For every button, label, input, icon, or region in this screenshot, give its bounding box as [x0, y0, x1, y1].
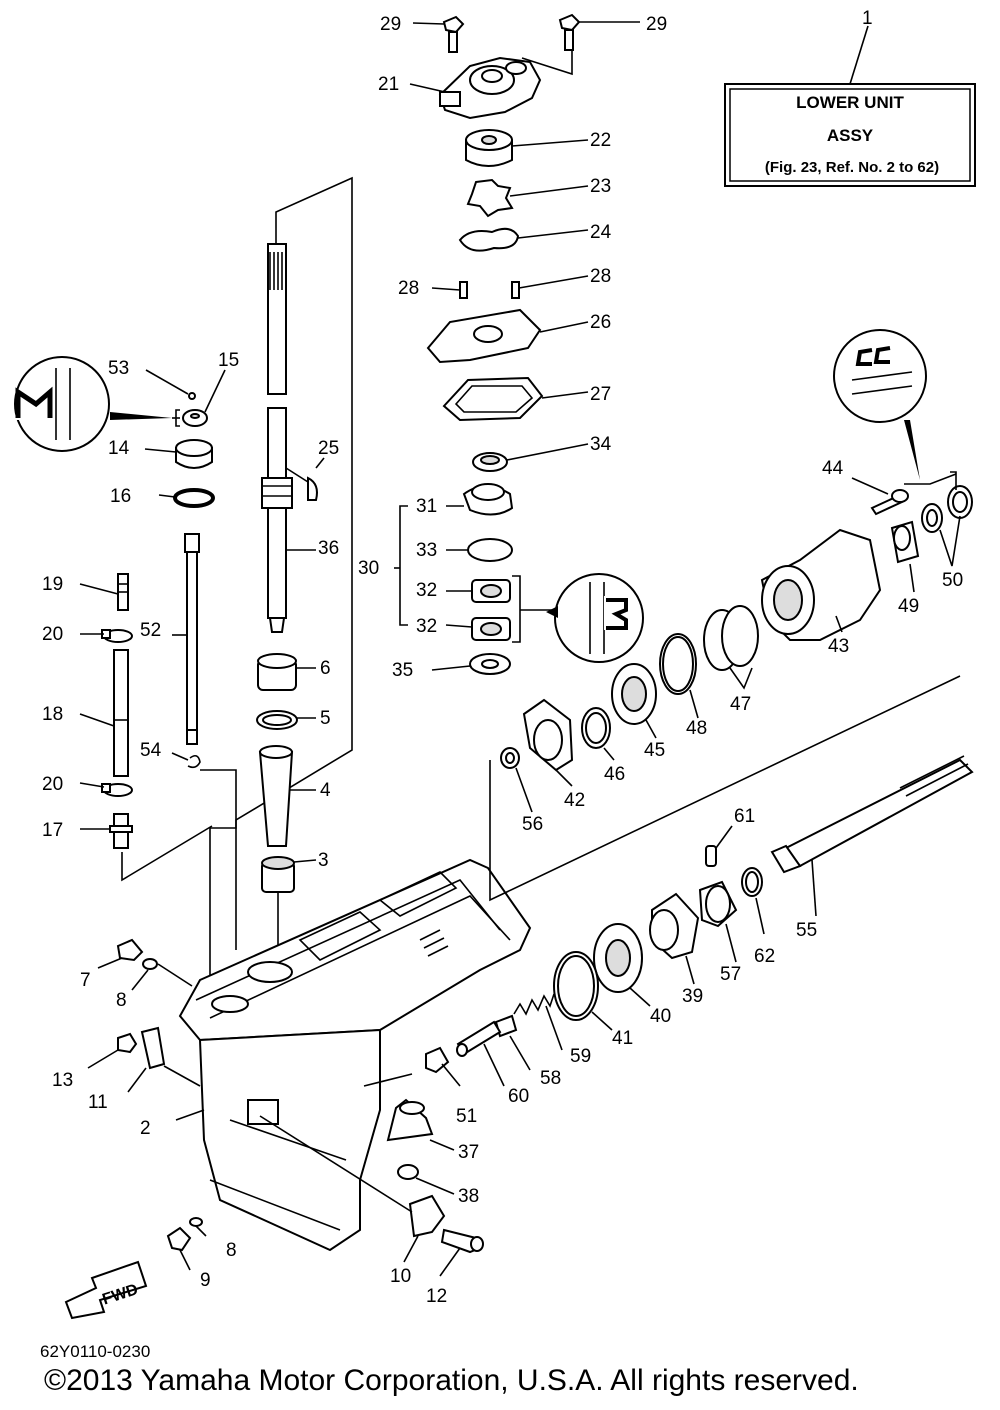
part-label-29a: 29 — [380, 14, 401, 35]
part-label-12: 12 — [426, 1286, 447, 1307]
part-label-24: 24 — [590, 222, 612, 243]
part-label-47: 47 — [730, 694, 751, 715]
part-label-17: 17 — [42, 820, 63, 841]
part-label-39: 39 — [682, 986, 703, 1007]
shift-rod-group — [14, 356, 237, 991]
housing-group-30 — [394, 483, 560, 675]
part-label-48: 48 — [686, 718, 707, 739]
part-label-19: 19 — [42, 574, 63, 595]
part-label-26: 26 — [590, 312, 611, 333]
bolt-29-right — [558, 13, 581, 51]
part-label-6: 6 — [320, 658, 331, 679]
part-label-60: 60 — [508, 1086, 529, 1107]
water-pump-group — [409, 13, 640, 472]
propeller-shaft-group — [456, 329, 974, 1087]
part-label-35: 35 — [392, 660, 413, 681]
part-label-43: 43 — [828, 636, 849, 657]
part-label-10: 10 — [390, 1266, 411, 1287]
part-label-5: 5 — [320, 708, 331, 729]
part-label-3: 3 — [318, 850, 329, 871]
part-label-28a: 28 — [398, 278, 419, 299]
part-label-49: 49 — [898, 596, 919, 617]
grease-callout-bearings — [546, 573, 644, 663]
part-label-51: 51 — [456, 1106, 477, 1127]
part-label-62: 62 — [754, 946, 775, 967]
part-label-58: 58 — [540, 1068, 561, 1089]
part-label-30: 30 — [358, 558, 379, 579]
part-label-59: 59 — [570, 1046, 591, 1067]
part-label-18: 18 — [42, 704, 63, 725]
part-label-13: 13 — [52, 1070, 73, 1091]
part-label-32b: 32 — [416, 616, 437, 637]
part-label-54: 54 — [140, 740, 162, 761]
part-label-7: 7 — [80, 970, 91, 991]
part-label-44: 44 — [822, 458, 844, 479]
case-hardware — [87, 938, 484, 1277]
part-label-8a: 8 — [116, 990, 127, 1011]
part-label-36: 36 — [318, 538, 339, 559]
part-label-11: 11 — [88, 1092, 108, 1113]
copyright-notice: ©2013 Yamaha Motor Corporation, U.S.A. A… — [44, 1364, 859, 1397]
part-label-56: 56 — [522, 814, 543, 835]
assembly-box-line1: LOWER UNIT — [796, 93, 904, 112]
drive-shaft-group — [235, 176, 353, 990]
part-label-9: 9 — [200, 1270, 211, 1291]
part-label-28b: 28 — [590, 266, 611, 287]
part-label-46: 46 — [604, 764, 625, 785]
part-label-22: 22 — [590, 130, 611, 151]
assembly-box-line3: (Fig. 23, Ref. No. 2 to 62) — [765, 159, 939, 176]
assembly-box: LOWER UNIT ASSY (Fig. 23, Ref. No. 2 to … — [724, 25, 976, 187]
part-label-29b: 29 — [646, 14, 667, 35]
part-label-50: 50 — [942, 570, 963, 591]
part-label-33: 33 — [416, 540, 437, 561]
part-label-1: 1 — [862, 8, 873, 29]
lower-case — [175, 858, 532, 1252]
part-label-15: 15 — [218, 350, 239, 371]
part-label-20b: 20 — [42, 774, 63, 795]
part-label-57: 57 — [720, 964, 741, 985]
part-label-25: 25 — [318, 438, 339, 459]
part-labels: 1 2 3 4 5 6 7 8 8 9 10 11 12 13 14 15 16… — [42, 8, 963, 1307]
assembly-box-line2: ASSY — [827, 126, 874, 145]
drawing-code: 62Y0110-0230 — [40, 1342, 151, 1361]
part-label-61: 61 — [734, 806, 755, 827]
part-label-45: 45 — [644, 740, 665, 761]
part-label-40: 40 — [650, 1006, 671, 1027]
part-label-34: 34 — [590, 434, 612, 455]
part-label-37: 37 — [458, 1142, 479, 1163]
part-label-55: 55 — [796, 920, 817, 941]
part-label-38: 38 — [458, 1186, 479, 1207]
part-label-52: 52 — [140, 620, 161, 641]
part-label-32a: 32 — [416, 580, 437, 601]
part-label-31: 31 — [416, 496, 437, 517]
part-label-27: 27 — [590, 384, 611, 405]
part-label-4: 4 — [320, 780, 331, 801]
part-label-53: 53 — [108, 358, 129, 379]
part-label-21: 21 — [378, 74, 399, 95]
part-label-16: 16 — [110, 486, 131, 507]
part-label-14: 14 — [108, 438, 130, 459]
part-label-2: 2 — [140, 1118, 151, 1139]
part-label-20a: 20 — [42, 624, 63, 645]
part-label-23: 23 — [590, 176, 611, 197]
part-label-41: 41 — [612, 1028, 633, 1049]
fwd-arrow: FWD — [64, 1260, 148, 1320]
part-label-42: 42 — [564, 790, 585, 811]
bolt-29-left — [442, 15, 465, 53]
part-label-8b: 8 — [226, 1240, 237, 1261]
